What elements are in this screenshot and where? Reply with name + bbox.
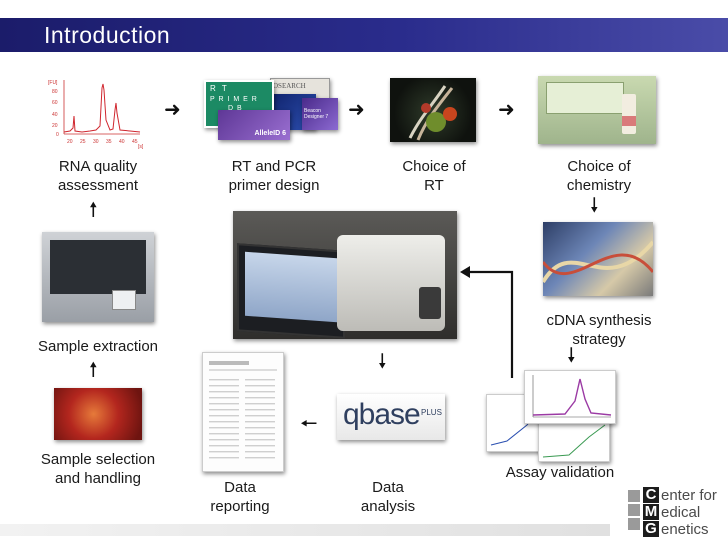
y-tick: 80: [52, 89, 58, 95]
y-tick: 60: [52, 100, 58, 106]
report-document-image: [202, 352, 284, 472]
x-tick: 20: [67, 139, 73, 145]
rt-enzyme-image: [390, 78, 476, 142]
label-sample-selection: Sample selection and handling: [40, 451, 156, 487]
x-tick: 45: [132, 139, 138, 145]
chart-y-unit: [FU]: [48, 80, 58, 86]
cdna-image: [543, 222, 653, 296]
arrow-down-icon: 🠗: [567, 345, 576, 367]
arrow-right-icon: ➜: [348, 99, 365, 121]
arrow-down-icon: 🠗: [378, 351, 387, 373]
arrow-right-icon: ➜: [164, 99, 181, 121]
tissue-sample-image: [54, 388, 142, 440]
label-assay-validation: Assay validation: [505, 464, 615, 481]
label-data-analysis: Data analysis: [360, 479, 416, 515]
label-rt-pcr: RT and PCR primer design: [228, 158, 320, 194]
y-tick: 20: [52, 123, 58, 129]
arrow-down-icon: 🠗: [590, 195, 599, 217]
return-arrow-icon: [460, 266, 514, 378]
arrow-right-icon: ➜: [498, 99, 515, 121]
footer-bar: [0, 524, 610, 536]
arrow-up-icon: 🠕: [89, 199, 98, 221]
label-choice-chemistry: Choice of chemistry: [566, 158, 632, 194]
arrow-left-icon: 🠔: [300, 413, 318, 435]
label-cdna-synthesis: cDNA synthesis strategy: [546, 312, 652, 348]
y-tick: 40: [52, 112, 58, 118]
arrow-up-icon: 🠕: [89, 359, 98, 381]
x-tick: 35: [106, 139, 112, 145]
rna-quality-chart: [FU] 80 60 40 20 0 20 25 30 35 40 45 [s]: [40, 76, 148, 150]
assay-validation-charts: [486, 370, 618, 462]
slide-title: Introduction: [44, 22, 171, 48]
label-data-reporting: Data reporting: [210, 479, 270, 515]
title-bar: [0, 18, 728, 52]
cmg-logo: C enter for M edical G enetics: [628, 486, 726, 542]
extraction-instrument-image: [42, 232, 154, 322]
label-choice-rt: Choice of RT: [402, 158, 466, 194]
qbase-plus-logo: qbase PLUS: [337, 394, 445, 440]
x-unit: [s]: [138, 144, 144, 150]
x-tick: 25: [80, 139, 86, 145]
x-tick: 40: [119, 139, 125, 145]
label-rna-quality: RNA quality assessment: [57, 158, 139, 194]
chemistry-kit-image: [538, 76, 656, 144]
y-tick: 0: [56, 132, 59, 138]
primer-software-collage: OSEARCH Beacon Designer 7 R T P R I M E …: [200, 78, 338, 140]
x-tick: 30: [93, 139, 99, 145]
label-sample-extraction: Sample extraction: [37, 338, 159, 355]
lab-instrument-photo: [233, 211, 457, 339]
